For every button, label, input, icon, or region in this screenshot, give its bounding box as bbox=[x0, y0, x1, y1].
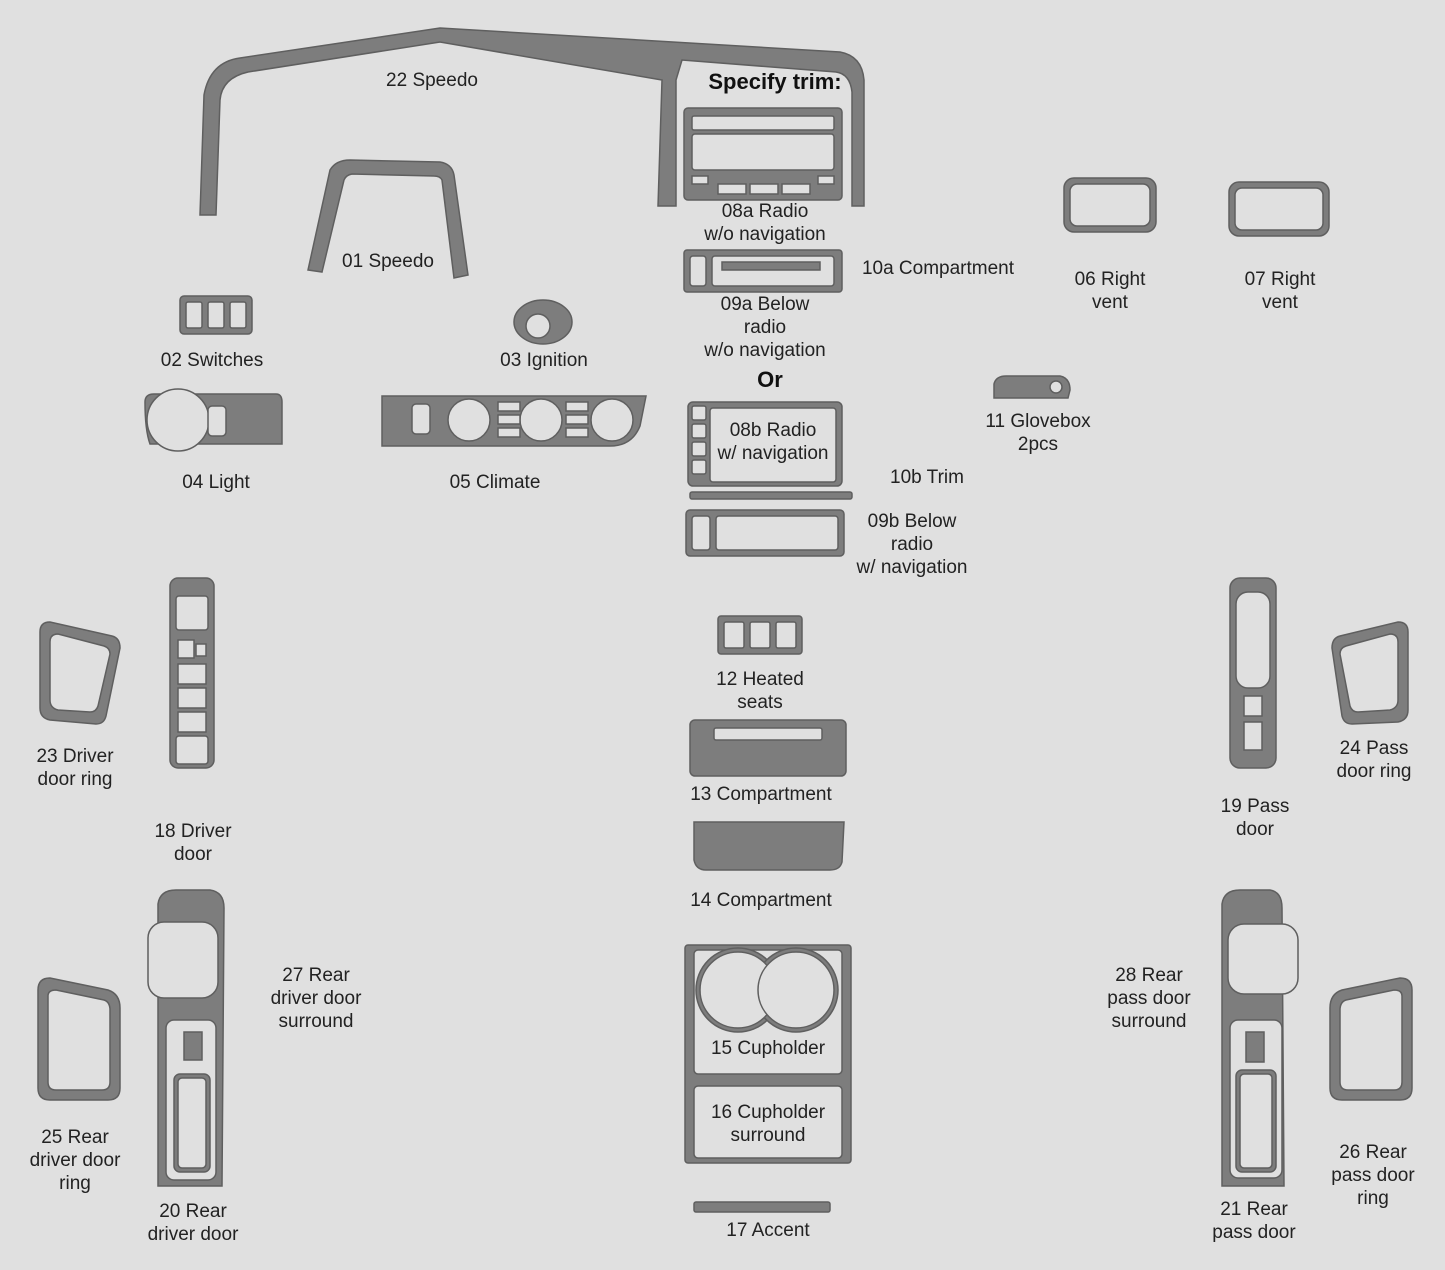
specify-trim-heading: Specify trim: bbox=[708, 69, 842, 94]
part-10b-trim-shape bbox=[689, 491, 853, 500]
part-05-climate-shape bbox=[381, 395, 647, 447]
part-13-compartment-shape bbox=[689, 719, 847, 777]
label-26-rear-pass-door-ring: 26 Rear pass door ring bbox=[1331, 1142, 1415, 1209]
label-09a-below-radio: 09a Below radio w/o navigation bbox=[704, 294, 826, 361]
label-15-cupholder: 15 Cupholder bbox=[710, 1038, 826, 1059]
label-12-heated-seats: 12 Heated seats bbox=[716, 669, 804, 713]
part-01-speedo-shape bbox=[307, 159, 469, 279]
part-12-heated-seats-shape bbox=[717, 615, 803, 655]
label-17-accent: 17 Accent bbox=[726, 1220, 810, 1241]
part-21-rear-pass-door-shape bbox=[1221, 889, 1299, 1187]
label-14-compartment: 14 Compartment bbox=[690, 890, 832, 911]
part-08a-radio-shape bbox=[683, 107, 843, 201]
label-10a-compartment: 10a Compartment bbox=[861, 258, 1015, 279]
label-07-right-vent: 07 Right vent bbox=[1244, 269, 1316, 313]
label-19-pass-door: 19 Pass door bbox=[1220, 796, 1290, 840]
label-01-speedo: 01 Speedo bbox=[342, 251, 434, 272]
part-02-switches-shape bbox=[179, 295, 253, 335]
label-11-glovebox: 11 Glovebox 2pcs bbox=[985, 411, 1091, 455]
part-09b-below-radio-shape bbox=[685, 509, 845, 557]
label-02-switches: 02 Switches bbox=[160, 350, 264, 371]
label-16-cupholder-surround: 16 Cupholder surround bbox=[710, 1102, 826, 1146]
label-06-right-vent: 06 Right vent bbox=[1074, 269, 1146, 313]
or-separator: Or bbox=[757, 367, 783, 392]
label-08a-radio: 08a Radio w/o navigation bbox=[704, 201, 826, 245]
part-03-ignition-shape bbox=[513, 299, 573, 345]
part-08b-radio-shape bbox=[687, 401, 843, 487]
part-19-pass-door-shape bbox=[1229, 577, 1277, 769]
part-24-pass-door-ring-shape bbox=[1331, 621, 1409, 725]
label-28-rear-pass-door-surround: 28 Rear pass door surround bbox=[1107, 965, 1191, 1032]
part-09a-below-radio-shape bbox=[683, 249, 843, 293]
label-25-rear-driver-door-ring: 25 Rear driver door ring bbox=[29, 1127, 121, 1194]
part-26-rear-pass-door-ring-shape bbox=[1329, 977, 1413, 1101]
label-18-driver-door: 18 Driver door bbox=[154, 821, 232, 865]
label-20-rear-driver-door: 20 Rear driver door bbox=[147, 1201, 239, 1245]
label-09b-below-radio: 09b Below radio w/ navigation bbox=[856, 511, 968, 578]
label-22-speedo: 22 Speedo bbox=[386, 70, 478, 91]
label-04-light: 04 Light bbox=[182, 472, 250, 493]
part-07-right-vent-shape bbox=[1228, 181, 1330, 237]
label-23-driver-door-ring: 23 Driver door ring bbox=[36, 746, 114, 790]
part-14-compartment-shape bbox=[693, 821, 845, 871]
part-23-driver-door-ring-shape bbox=[39, 621, 121, 725]
part-17-accent-shape bbox=[693, 1201, 831, 1213]
part-11-glovebox-shape bbox=[993, 375, 1071, 399]
label-08b-radio: 08b Radio w/ navigation bbox=[717, 420, 829, 464]
part-25-rear-driver-door-ring-shape bbox=[37, 977, 121, 1101]
part-22-speedo-shape bbox=[199, 27, 865, 216]
label-03-ignition: 03 Ignition bbox=[500, 350, 588, 371]
part-15-16-cupholder-shape bbox=[684, 944, 852, 1164]
label-21-rear-pass-door: 21 Rear pass door bbox=[1212, 1199, 1296, 1243]
label-13-compartment: 13 Compartment bbox=[690, 784, 832, 805]
part-04-light-shape bbox=[144, 388, 283, 452]
part-06-right-vent-shape bbox=[1063, 177, 1157, 233]
label-24-pass-door-ring: 24 Pass door ring bbox=[1336, 738, 1412, 782]
label-27-rear-driver-door-surround: 27 Rear driver door surround bbox=[270, 965, 362, 1032]
label-10b-trim: 10b Trim bbox=[890, 467, 964, 488]
part-20-rear-driver-door-shape bbox=[147, 889, 225, 1187]
label-05-climate: 05 Climate bbox=[449, 472, 541, 493]
part-18-driver-door-shape bbox=[169, 577, 215, 769]
